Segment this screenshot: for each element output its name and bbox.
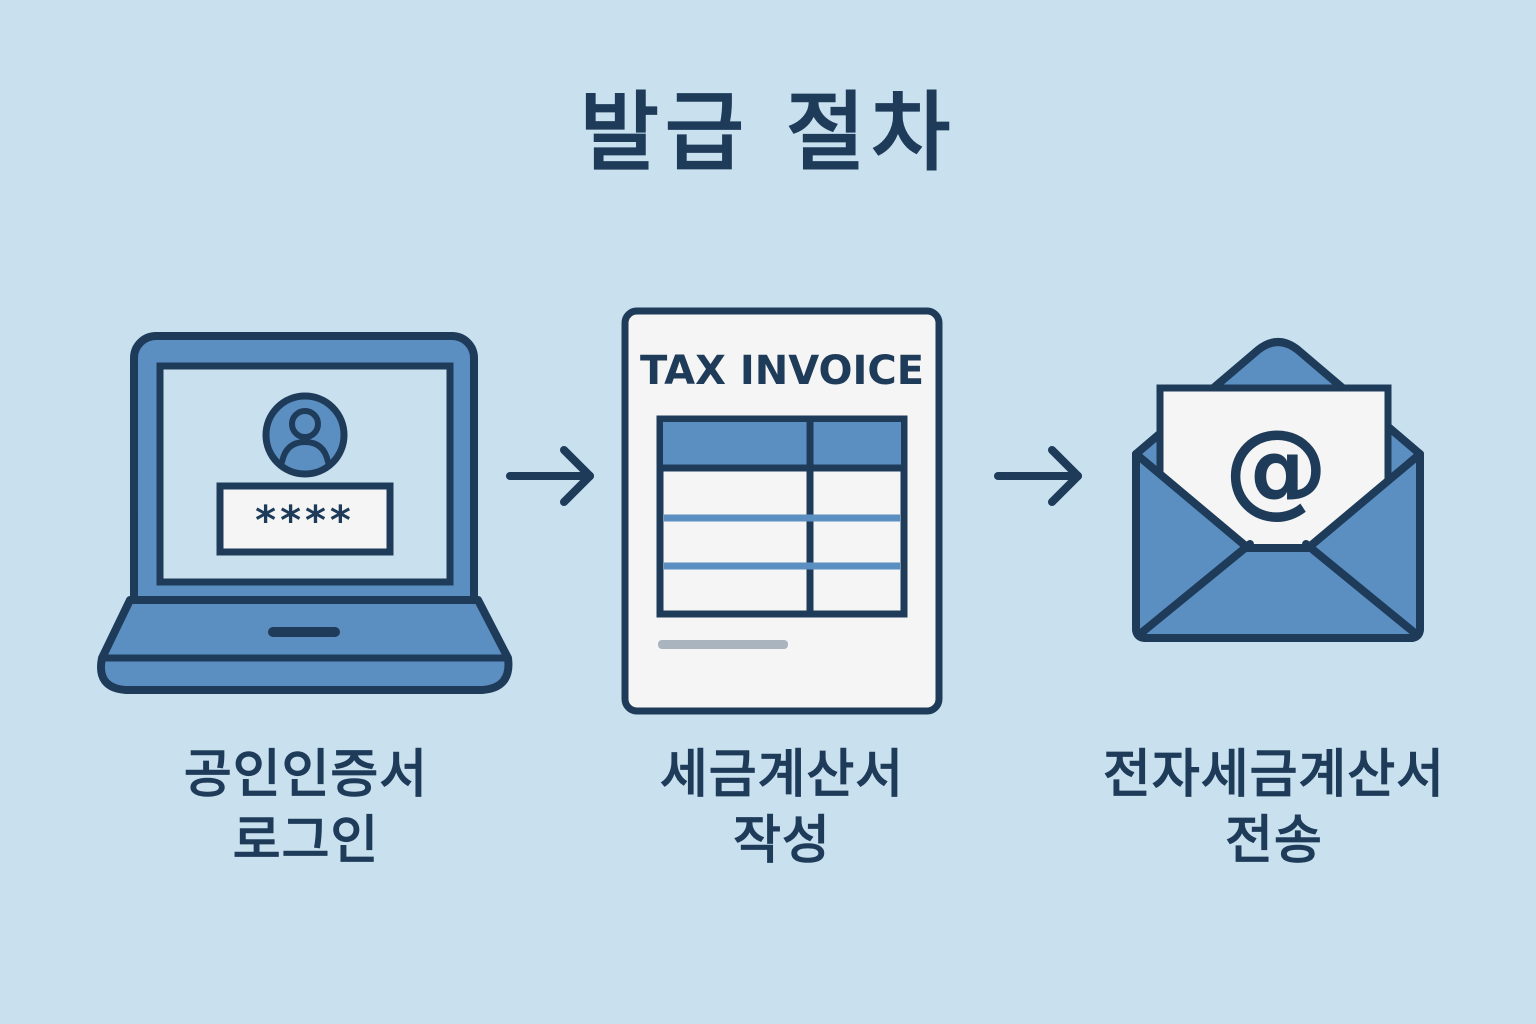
password-mask: **** bbox=[255, 498, 355, 544]
step-label-send: 전자세금계산서 전송 bbox=[1044, 742, 1504, 874]
step-label-login: 공인인증서 로그인 bbox=[76, 742, 536, 874]
arrow-right-icon bbox=[506, 446, 594, 506]
laptop-base bbox=[97, 596, 513, 694]
step-label-line: 전송 bbox=[1225, 811, 1323, 871]
tax-invoice-document-icon: TAX INVOICE bbox=[621, 307, 943, 715]
laptop-login-icon: **** bbox=[97, 332, 513, 694]
step-label-line: 세금계산서 bbox=[659, 745, 905, 805]
document-heading: TAX INVOICE bbox=[640, 348, 924, 394]
step-label-line: 공인인증서 bbox=[183, 745, 429, 805]
email-envelope-icon: @ bbox=[1132, 338, 1424, 642]
password-field bbox=[216, 482, 394, 556]
at-sign-icon: @ bbox=[1224, 407, 1328, 529]
step-label-line: 로그인 bbox=[232, 811, 380, 871]
step-label-write: 세금계산서 작성 bbox=[552, 742, 1012, 874]
step-label-line: 전자세금계산서 bbox=[1103, 745, 1445, 805]
document-footer-line bbox=[658, 640, 788, 649]
arrow-right-icon bbox=[994, 446, 1082, 506]
laptop-trackpad bbox=[268, 627, 340, 637]
step-label-line: 작성 bbox=[733, 811, 831, 871]
page-title: 발급 절차 bbox=[579, 83, 957, 183]
